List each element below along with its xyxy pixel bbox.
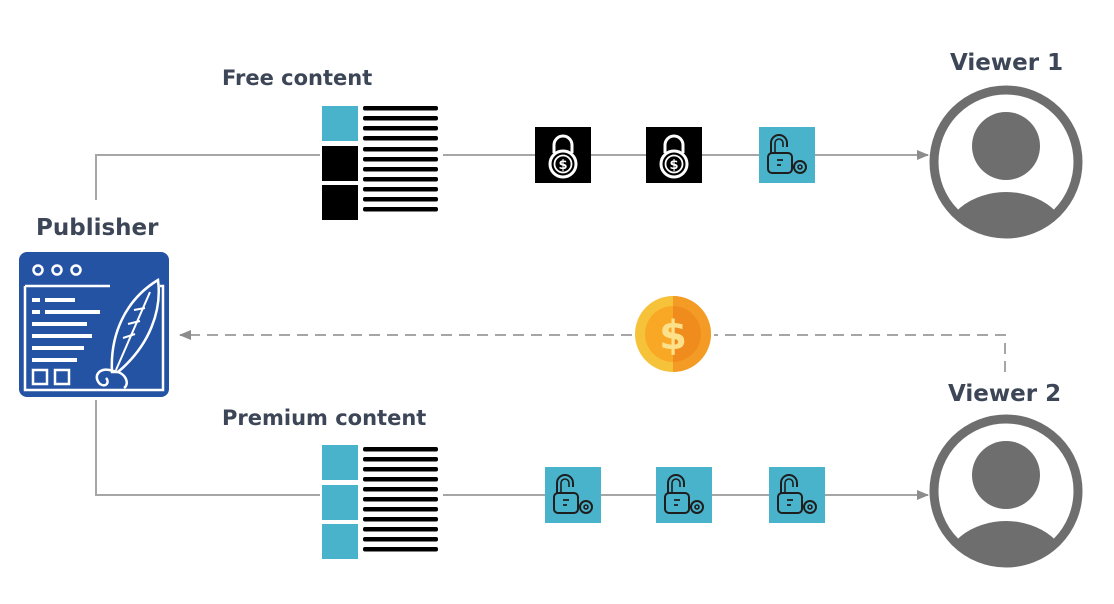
payment-flow: $ bbox=[179, 296, 1006, 372]
free-content-label: Free content bbox=[222, 66, 373, 90]
viewer2-avatar bbox=[934, 419, 1078, 604]
publisher-label: Publisher bbox=[36, 215, 159, 241]
viewer1-avatar bbox=[934, 90, 1078, 296]
dollar-coin-icon: $ bbox=[635, 296, 711, 372]
unlocked-padlock-key-icon bbox=[759, 127, 815, 183]
unlocked-padlock-key-icon bbox=[769, 467, 825, 523]
premium-content-label: Premium content bbox=[222, 406, 427, 430]
free-content-flow bbox=[95, 106, 929, 220]
viewer2-payment-connector bbox=[714, 334, 1006, 372]
unlocked-padlock-key-icon bbox=[545, 467, 601, 523]
viewer1-label: Viewer 1 bbox=[950, 50, 1064, 76]
premium-content-document-icon bbox=[322, 445, 438, 559]
publisher-quill-window-icon bbox=[19, 252, 169, 397]
unlocked-padlock-key-icon bbox=[656, 467, 712, 523]
publisher-to-premium-connector bbox=[95, 400, 320, 496]
premium-content-flow bbox=[95, 400, 929, 559]
svg-text:$: $ bbox=[659, 313, 687, 359]
viewer2-label: Viewer 2 bbox=[948, 381, 1062, 407]
publisher-to-free-connector bbox=[95, 154, 320, 200]
free-content-document-icon bbox=[322, 106, 438, 220]
padlock-dollar-icon bbox=[535, 127, 591, 183]
padlock-dollar-icon bbox=[646, 127, 702, 183]
